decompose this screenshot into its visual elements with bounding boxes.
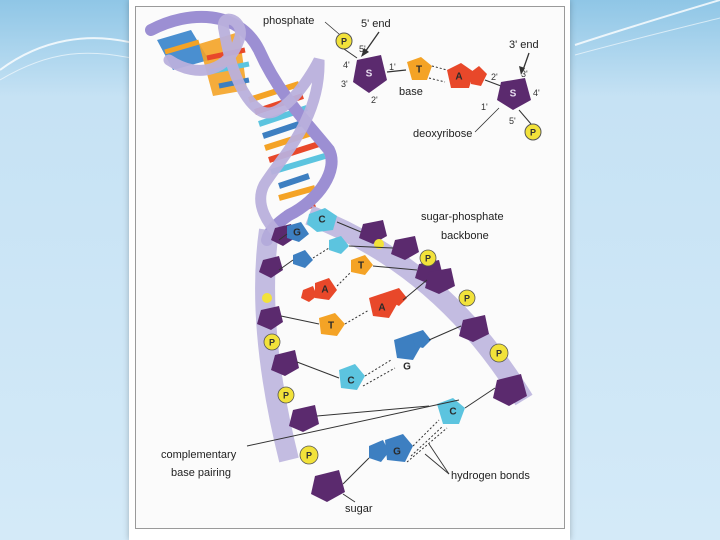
base-adenine-top [447, 63, 474, 88]
sugar [259, 256, 283, 278]
diagram-labels: sugar-phosphate backbone complementary b… [161, 211, 530, 515]
label-sugar: sugar [345, 503, 373, 515]
sugar [359, 220, 387, 244]
svg-text:P: P [425, 253, 431, 263]
label-5-prime-end: 5' end [361, 18, 391, 30]
base-cytosine [307, 208, 337, 232]
phosphate-right [524, 123, 542, 141]
phosphate [277, 386, 295, 404]
svg-text:C: C [449, 407, 456, 418]
svg-text:3': 3' [341, 79, 348, 89]
base-thymine [351, 255, 373, 275]
phosphate [419, 249, 437, 267]
svg-text:3': 3' [521, 69, 528, 79]
svg-text:A: A [455, 72, 462, 83]
swoosh-right [574, 0, 720, 46]
figure-frame [135, 6, 565, 529]
sugar [493, 374, 527, 406]
svg-text:P: P [306, 450, 312, 460]
svg-text:T: T [416, 65, 422, 76]
base-guanine [293, 250, 313, 268]
label-complementary: complementary [161, 449, 237, 461]
sugar [459, 315, 489, 342]
svg-text:4': 4' [533, 88, 540, 98]
phosphate [458, 289, 476, 307]
label-phosphate: phosphate [263, 15, 314, 27]
label-deoxyribose: deoxyribose [413, 128, 472, 140]
svg-text:G: G [403, 362, 411, 373]
base-guanine [385, 434, 413, 462]
svg-text:P: P [341, 36, 347, 46]
label-base: base [399, 86, 423, 98]
label-backbone: backbone [441, 230, 489, 242]
left-strand: P P P [257, 224, 345, 502]
svg-text:A: A [321, 285, 328, 296]
sugar [271, 350, 299, 376]
svg-text:1': 1' [481, 102, 488, 112]
double-helix [145, 10, 338, 246]
base-thymine-top [407, 57, 432, 80]
svg-text:S: S [366, 69, 373, 80]
svg-text:T: T [328, 321, 334, 332]
sugar [425, 268, 455, 294]
base-pairs: C G T A A T G C [278, 208, 496, 485]
base-cytosine [437, 398, 465, 424]
sugar [257, 306, 283, 330]
svg-text:T: T [358, 261, 364, 272]
phosphate [263, 333, 281, 351]
svg-text:5': 5' [359, 44, 366, 54]
swoosh-left [0, 37, 141, 71]
svg-text:C: C [318, 215, 325, 226]
phosphate [374, 239, 384, 249]
svg-text:1': 1' [389, 62, 396, 72]
svg-text:C: C [347, 376, 354, 387]
svg-text:4': 4' [343, 60, 350, 70]
svg-text:2': 2' [371, 95, 378, 105]
svg-text:base pairing: base pairing [171, 467, 231, 479]
sugar-left [353, 55, 387, 93]
dna-structure-diagram: P S T A S P phosphate [145, 10, 542, 515]
helix-strand-2 [163, 13, 325, 241]
base-thymine [319, 313, 345, 336]
label-3-prime-end: 3' end [509, 39, 539, 51]
sugar [311, 470, 345, 502]
sugar [289, 405, 319, 432]
svg-text:S: S [510, 89, 517, 100]
svg-text:P: P [530, 127, 536, 137]
nucleotide-schematic: P S T A S P phosphate [263, 15, 542, 141]
label-sugar-phosphate: sugar-phosphate [421, 211, 504, 223]
svg-text:P: P [283, 390, 289, 400]
phosphate [299, 445, 319, 465]
base-cytosine [329, 236, 349, 254]
base-cytosine [339, 364, 365, 390]
svg-text:A: A [378, 303, 385, 314]
svg-text:G: G [293, 228, 301, 239]
svg-text:P: P [496, 348, 502, 358]
svg-text:2': 2' [491, 72, 498, 82]
label-hydrogen-bonds: hydrogen bonds [451, 470, 530, 482]
svg-text:P: P [269, 337, 275, 347]
dna-figure-card: P S T A S P phosphate [129, 0, 570, 540]
svg-text:G: G [393, 447, 401, 458]
base-adenine [315, 278, 337, 300]
phosphate [489, 343, 509, 363]
right-strand: P P P [359, 220, 527, 406]
sugar-right [497, 78, 531, 110]
phosphate [262, 293, 272, 303]
sugar [391, 236, 419, 260]
base-guanine [287, 222, 309, 242]
svg-text:5': 5' [509, 116, 516, 126]
svg-text:P: P [464, 293, 470, 303]
